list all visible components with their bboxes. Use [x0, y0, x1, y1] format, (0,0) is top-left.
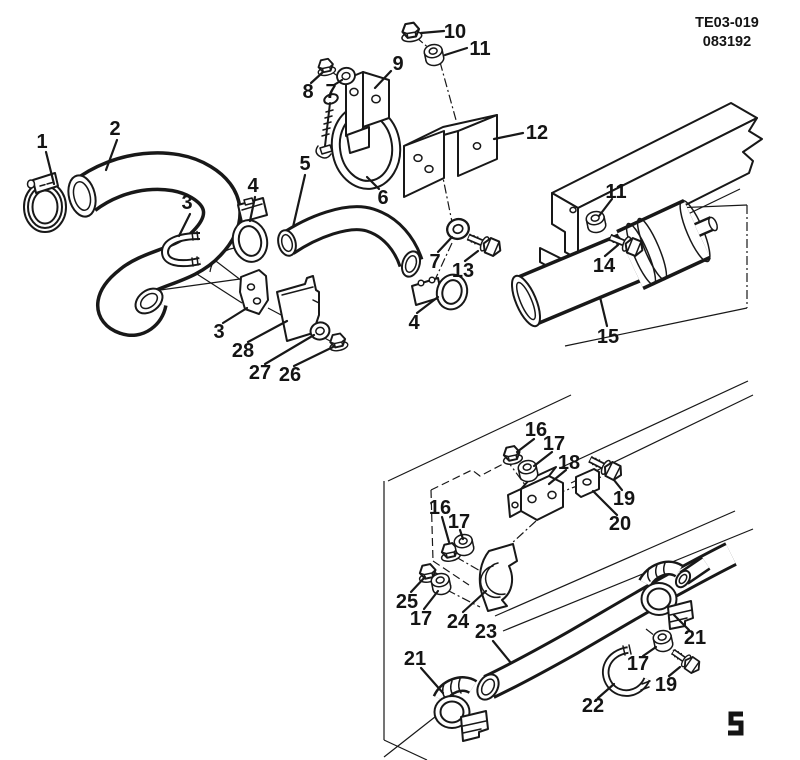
callout-1: 1 — [36, 131, 47, 153]
callout-2: 2 — [109, 118, 120, 140]
drawing-code-block: TE03-019 083192 — [695, 15, 759, 50]
logo-s-icon — [728, 711, 744, 736]
callout-26: 26 — [279, 364, 301, 386]
hose-2 — [67, 151, 242, 337]
callout-19-lower: 19 — [655, 674, 677, 696]
callout-3-lower: 3 — [213, 321, 224, 343]
nut-8 — [314, 56, 338, 78]
t-bolt-head — [323, 93, 339, 105]
callout-8: 8 — [302, 81, 313, 103]
callout-11-top: 11 — [469, 38, 490, 60]
bracket-18 — [507, 466, 564, 521]
u-bolt-3-upper — [160, 230, 201, 268]
callout-24: 24 — [447, 611, 470, 633]
u-bolt-22 — [602, 644, 651, 697]
washer-17-right — [651, 628, 675, 654]
callout-6: 6 — [377, 187, 388, 209]
callout-22: 22 — [582, 695, 604, 717]
callout-17-b: 17 — [448, 511, 470, 533]
clamp-4-lower — [411, 273, 469, 311]
drawing-code: TE03-019 — [695, 15, 759, 31]
callout-23: 23 — [475, 621, 497, 643]
nut-16-upper — [499, 443, 525, 467]
callout-12: 12 — [526, 122, 548, 144]
hose-clamp-1 — [23, 172, 67, 233]
callout-19-upper: 19 — [613, 488, 635, 510]
callout-17-a: 17 — [543, 433, 565, 455]
callout-4-lower: 4 — [408, 312, 420, 334]
callout-10: 10 — [444, 21, 466, 43]
callout-16-lower: 16 — [429, 497, 451, 519]
callout-7-lower: 7 — [429, 251, 440, 273]
callout-18: 18 — [558, 452, 580, 474]
callout-3-upper: 3 — [181, 192, 192, 214]
callout-14: 14 — [593, 255, 616, 277]
bracket-9 — [345, 71, 390, 154]
callout-9: 9 — [392, 53, 403, 75]
washer-11-top — [422, 42, 446, 68]
shield-plate-28 — [276, 275, 320, 342]
callout-labels: 1 2 3 4 5 6 8 7 9 10 11 12 11 14 15 7 13… — [36, 21, 706, 717]
leader-lines — [44, 29, 691, 700]
callout-4-upper: 4 — [247, 175, 259, 197]
callout-17-d: 17 — [627, 653, 649, 675]
muffler-pipe-15 — [510, 199, 718, 328]
clamp-24 — [478, 543, 518, 612]
nut-10 — [398, 20, 424, 45]
bolt-13 — [465, 230, 503, 258]
callout-13: 13 — [452, 260, 474, 282]
callout-21-right: 21 — [684, 627, 706, 649]
bracket-3-lower — [239, 269, 269, 315]
callout-27: 27 — [249, 362, 271, 384]
callout-20: 20 — [609, 513, 631, 535]
pipe-5 — [277, 205, 424, 278]
insulator-stub — [674, 556, 711, 589]
callout-5: 5 — [299, 153, 310, 175]
callout-11-mid: 11 — [605, 181, 626, 203]
callout-21-left: 21 — [404, 648, 426, 670]
bracket-12 — [403, 114, 498, 198]
callout-25: 25 — [396, 591, 418, 613]
rail-bolt-hole — [569, 206, 577, 214]
callout-16-upper: 16 — [525, 419, 547, 441]
callout-17-c: 17 — [410, 608, 432, 630]
drawing-date-code: 083192 — [703, 34, 751, 50]
callout-28: 28 — [232, 340, 254, 362]
washer-7-lower — [443, 215, 473, 243]
clamp-21-right — [638, 560, 694, 630]
callout-7-top: 7 — [325, 81, 336, 103]
clamp-21-left — [432, 676, 489, 742]
callout-15: 15 — [597, 326, 619, 348]
